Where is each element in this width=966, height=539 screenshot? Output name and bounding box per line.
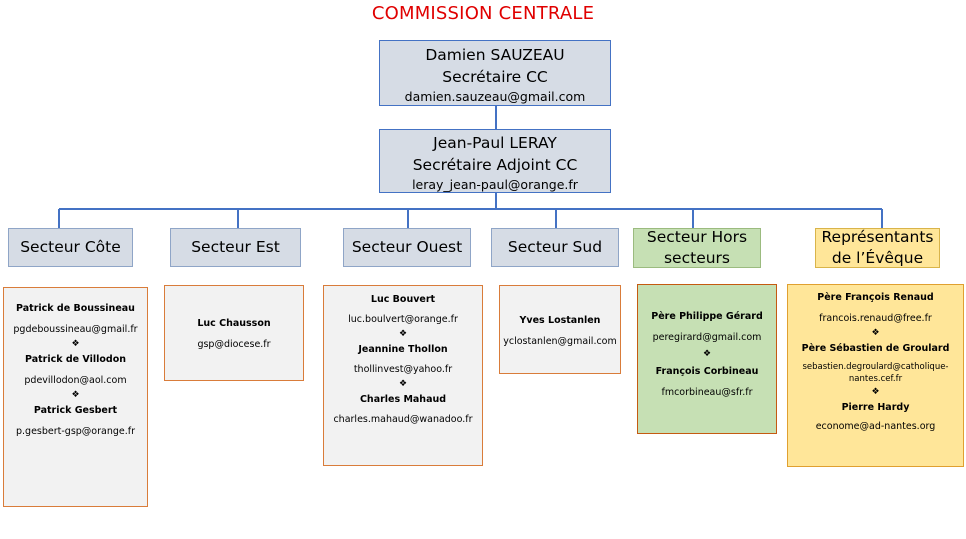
member-email: charles.mahaud@wanadoo.fr (333, 414, 473, 425)
member-name: Jeannine Thollon (358, 344, 448, 355)
separator-glyph: ❖ (871, 328, 880, 338)
sector-eveque-label-line1: Représentants (821, 228, 934, 246)
member-name: Père François Renaud (817, 292, 934, 303)
member-email: yclostanlen@gmail.com (503, 336, 617, 347)
separator-glyph: ❖ (71, 339, 80, 349)
member-email-line2: nantes.cef.fr (848, 374, 903, 384)
secretary-name: Damien SAUZEAU (425, 46, 565, 64)
sector-est-label: Secteur Est (191, 238, 280, 256)
member-name: Pierre Hardy (841, 402, 910, 413)
sector-representants-eveque: Représentants de l’Évêque (815, 228, 940, 268)
member-name: Charles Mahaud (359, 394, 447, 405)
member-email: pgdeboussineau@gmail.fr (13, 324, 138, 335)
sector-cote: Secteur Côte (8, 228, 133, 267)
member-email: gsp@diocese.fr (197, 339, 271, 350)
members-card-hors-secteurs: Père Philippe Gérard peregirard@gmail.co… (637, 284, 777, 434)
member-email: p.gesbert-gsp@orange.fr (15, 426, 136, 437)
member-name: Luc Bouvert (370, 294, 436, 305)
member-email: econome@ad-nantes.org (815, 421, 936, 432)
sector-est: Secteur Est (170, 228, 301, 267)
sector-hors-secteurs: Secteur Hors secteurs (633, 228, 761, 268)
member-name: Père Sébastien de Groulard (801, 343, 950, 354)
member-email: fmcorbineau@sfr.fr (661, 387, 753, 398)
separator-glyph: ❖ (398, 379, 408, 389)
members-card-ouest: Luc Bouvert luc.boulvert@orange.fr ❖ Jea… (323, 285, 483, 466)
member-email: francois.renaud@free.fr (819, 313, 932, 324)
separator-glyph: ❖ (702, 349, 712, 359)
sector-eveque-label-line2: de l’Évêque (831, 249, 924, 267)
member-name: Patrick de Boussineau (16, 303, 135, 314)
secretary-email: damien.sauzeau@gmail.com (404, 89, 586, 104)
member-email: pdevillodon@aol.com (24, 375, 127, 386)
members-card-cote: Patrick de Boussineau pgdeboussineau@gma… (3, 287, 148, 507)
member-email: thollinvest@yahoo.fr (353, 364, 453, 375)
member-email: peregirard@gmail.com (652, 332, 762, 343)
members-card-sud: Yves Lostanlen yclostanlen@gmail.com (499, 285, 621, 374)
members-card-est: Luc Chausson gsp@diocese.fr (164, 285, 304, 381)
deputy-role: Secrétaire Adjoint CC (412, 156, 578, 174)
member-name: Patrick Gesbert (33, 405, 118, 416)
member-email: luc.boulvert@orange.fr (348, 314, 458, 325)
separator-glyph: ❖ (871, 387, 880, 397)
sector-ouest-label: Secteur Ouest (351, 238, 463, 256)
secretary-role: Secrétaire CC (442, 68, 548, 86)
page-title: COMMISSION CENTRALE (371, 3, 595, 24)
members-card-eveque: Père François Renaud francois.renaud@fre… (787, 284, 964, 467)
member-email-line1: sebastien.degroulard@catholique- (802, 362, 949, 372)
sector-hors-label-line2: secteurs (663, 249, 731, 267)
sector-sud: Secteur Sud (491, 228, 619, 267)
member-name: Père Philippe Gérard (651, 311, 763, 322)
separator-glyph: ❖ (398, 329, 408, 339)
deputy-name: Jean-Paul LERAY (433, 134, 557, 152)
secretary-box: Damien SAUZEAU Secrétaire CC damien.sauz… (379, 40, 611, 106)
separator-glyph: ❖ (71, 390, 80, 400)
member-name: Patrick de Villodon (25, 354, 126, 365)
sector-cote-label: Secteur Côte (20, 238, 121, 256)
sector-hors-label-line1: Secteur Hors (646, 228, 748, 246)
deputy-box: Jean-Paul LERAY Secrétaire Adjoint CC le… (379, 129, 611, 193)
sector-ouest: Secteur Ouest (343, 228, 471, 267)
member-name: François Corbineau (655, 366, 759, 377)
sector-sud-label: Secteur Sud (507, 238, 603, 256)
member-name: Luc Chausson (197, 318, 271, 329)
deputy-email: leray_jean-paul@orange.fr (412, 177, 578, 192)
member-name: Yves Lostanlen (519, 315, 601, 326)
